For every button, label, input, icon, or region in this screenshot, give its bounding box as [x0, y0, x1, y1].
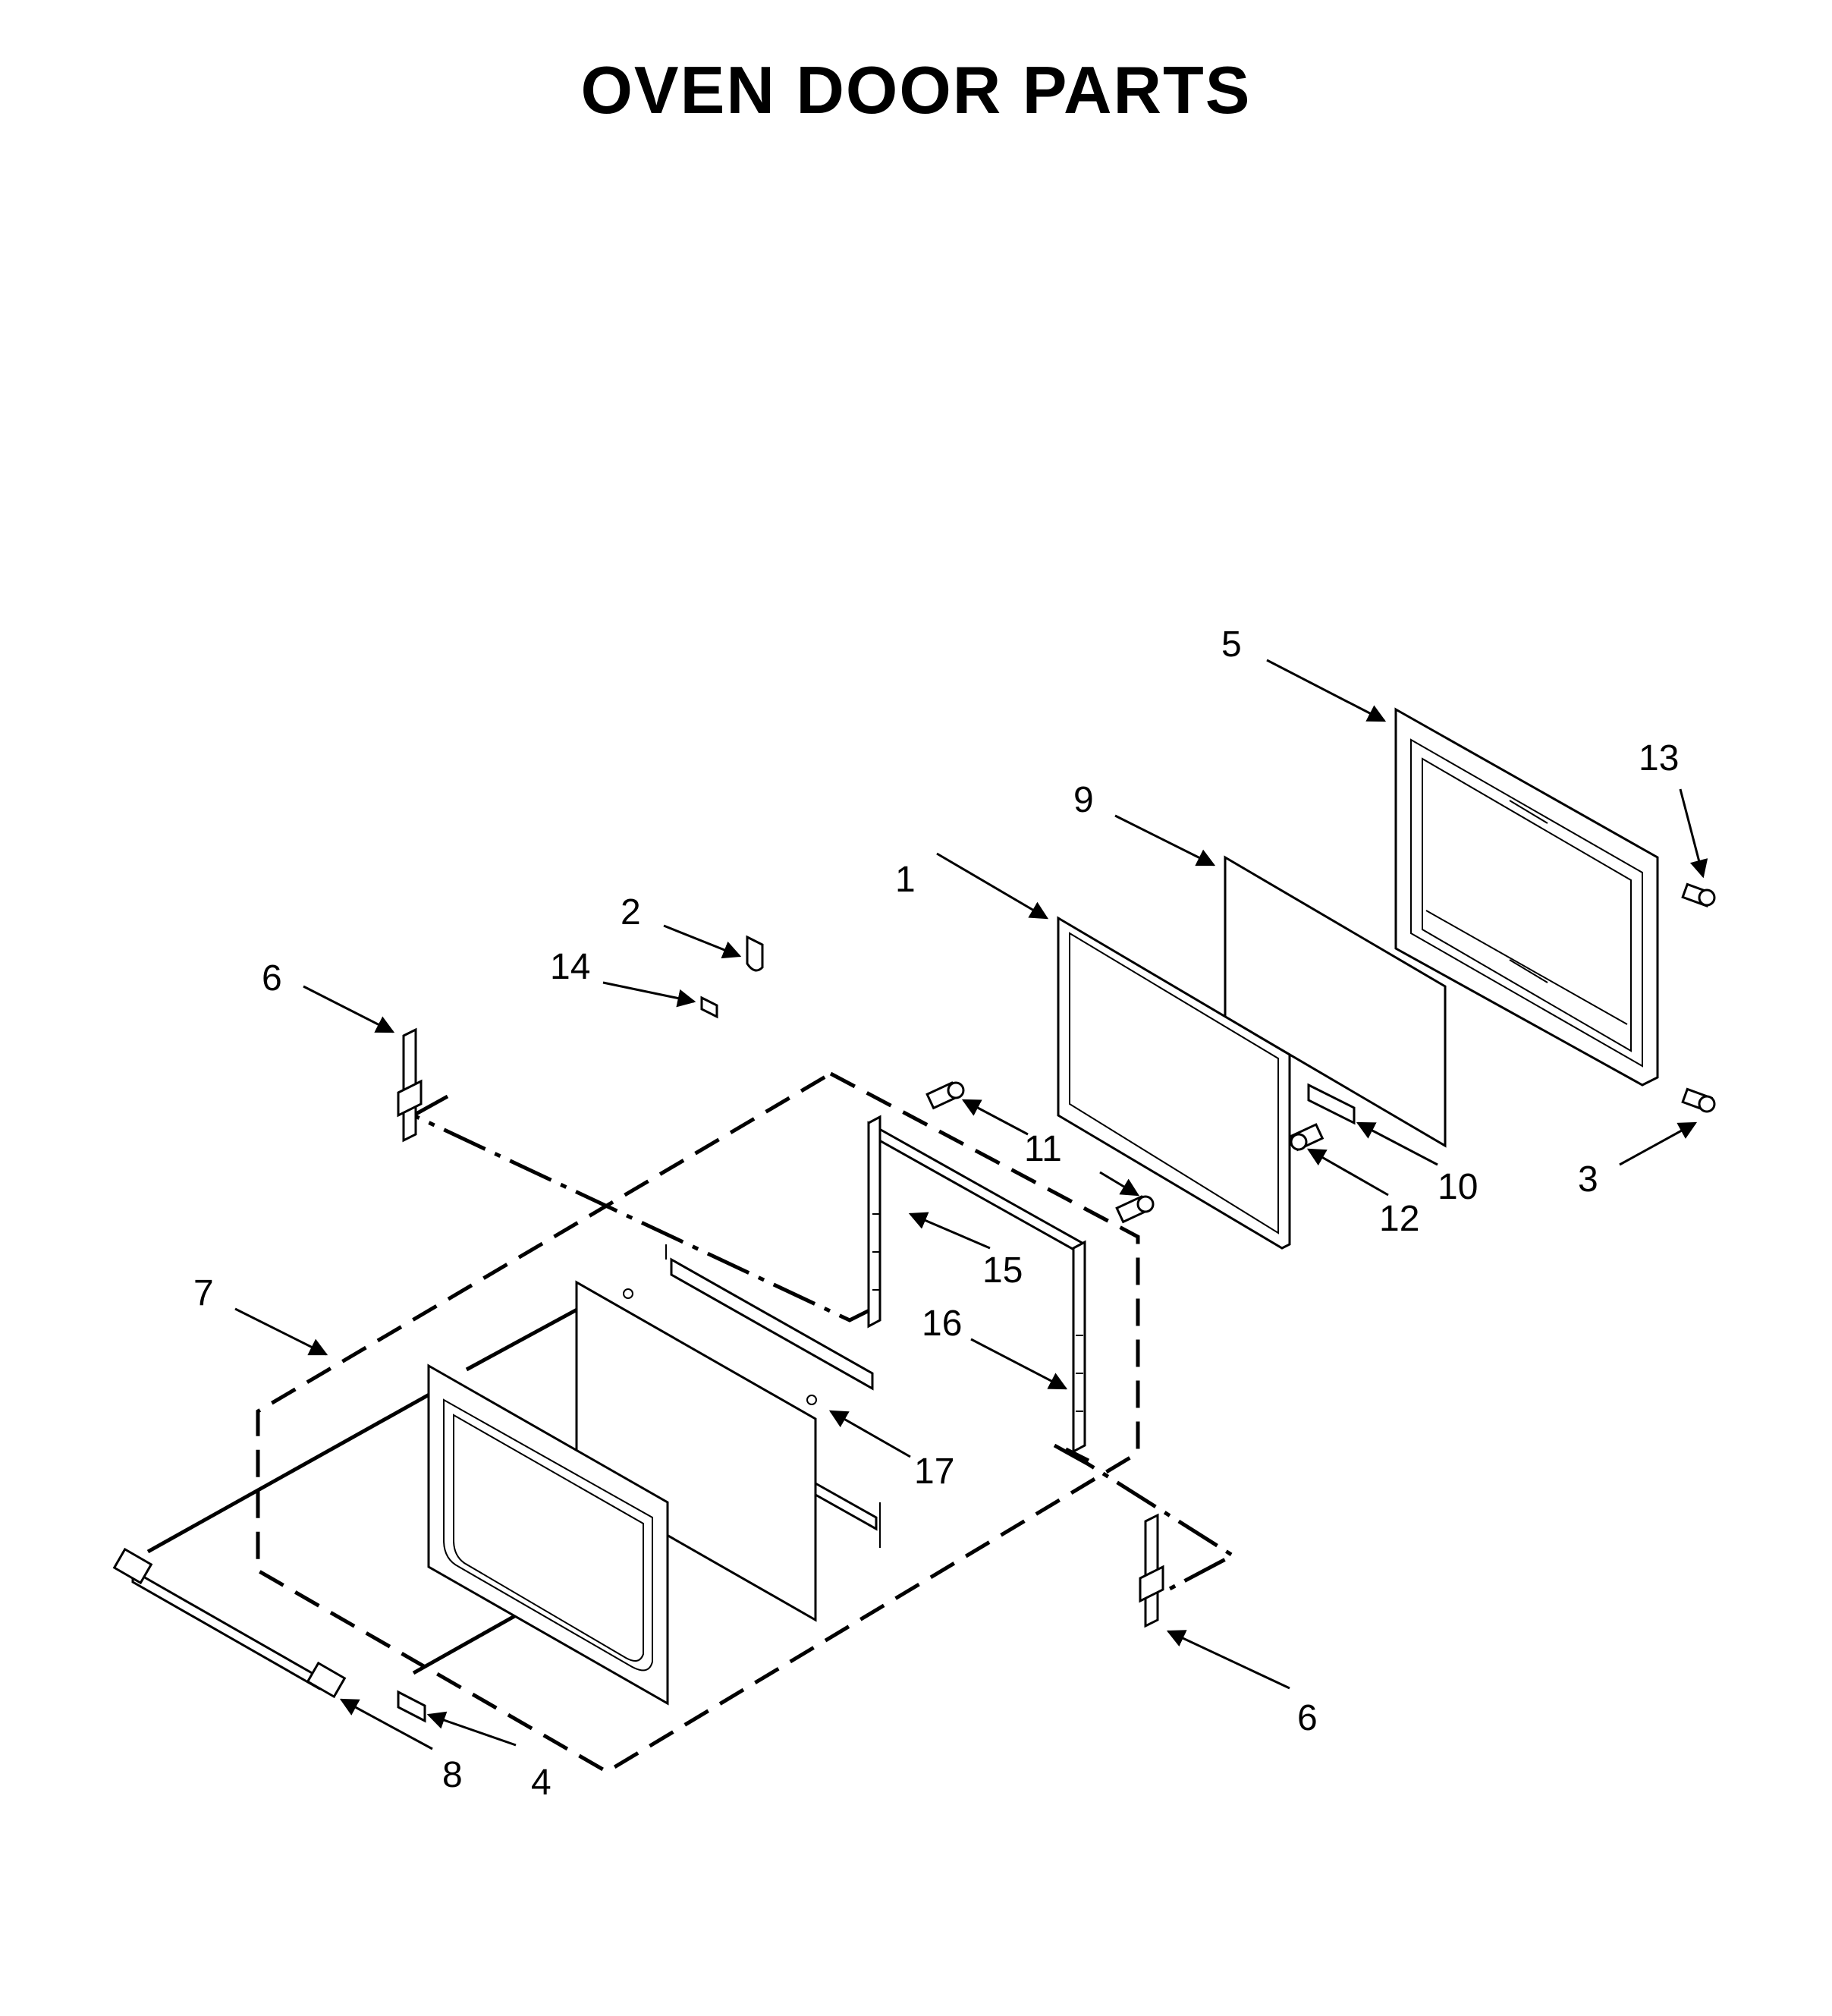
leader-arrow-8: [339, 1698, 433, 1750]
callout-8: 8: [442, 1755, 463, 1795]
callout-9: 9: [1073, 780, 1094, 820]
part-12-screw: [1290, 1123, 1325, 1152]
part-6-hinge-right: [1139, 1513, 1164, 1628]
handle-attachment-line-1: [146, 1386, 442, 1554]
part-11-screw-lower: [1115, 1195, 1155, 1224]
callout-17: 17: [914, 1451, 954, 1492]
assembly-dashed-outline: [256, 1071, 1140, 1774]
part-10-bracket: [1307, 1083, 1356, 1125]
leader-arrow-7: [234, 1307, 328, 1356]
callout-7: 7: [193, 1273, 214, 1313]
callout-12: 12: [1379, 1199, 1419, 1239]
part-14-clip: [700, 995, 718, 1019]
leader-arrow-11-upper: [961, 1099, 1029, 1136]
callout-6-right: 6: [1297, 1698, 1318, 1738]
glass-trim-strip-lower: [814, 1481, 878, 1531]
part-6-hinge-left: [397, 1027, 423, 1143]
hinge-connection-line-left: [409, 1094, 881, 1323]
page-title: OVEN DOOR PARTS: [580, 52, 1252, 127]
bracket-attachment-line: [1064, 1447, 1090, 1463]
part-11-screw-upper: [925, 1081, 965, 1110]
leader-arrow-5: [1266, 659, 1387, 722]
leader-arrow-2: [663, 924, 742, 959]
callout-4: 4: [531, 1763, 551, 1803]
hinge-connection-line-right: [1053, 1443, 1237, 1592]
leader-arrow-16: [970, 1338, 1068, 1390]
leader-arrow-15: [908, 1212, 991, 1250]
leader-arrow-11-lower: [1099, 1171, 1140, 1197]
part-17-inner-glass: [575, 1280, 817, 1622]
leader-arrow-13: [1679, 788, 1708, 879]
part-1-door-frame: [1057, 916, 1291, 1250]
callout-15: 15: [982, 1250, 1023, 1291]
part-5-inner-door-liner: [1394, 707, 1659, 1087]
part-13-screw: [1681, 882, 1716, 907]
callout-16: 16: [922, 1304, 962, 1344]
leader-arrow-12: [1306, 1148, 1389, 1197]
part-16-side-bracket: [1072, 1240, 1086, 1454]
leader-arrow-10: [1356, 1121, 1438, 1166]
leader-arrow-17: [828, 1410, 911, 1458]
leader-arrow-14: [602, 981, 696, 1008]
callout-5: 5: [1221, 624, 1242, 665]
glass-trim-strip-upper: [670, 1257, 874, 1391]
callout-1: 1: [895, 860, 916, 900]
callout-3: 3: [1578, 1159, 1598, 1200]
callout-11: 11: [1024, 1129, 1062, 1169]
callout-6-left: 6: [262, 958, 282, 999]
leader-arrow-1: [936, 852, 1049, 920]
callout-13: 13: [1639, 738, 1679, 778]
part-15-bracket-frame: [867, 1115, 1086, 1329]
leader-arrow-6-right: [1166, 1630, 1290, 1690]
leader-arrow-6-left: [303, 985, 395, 1033]
part-9-glass: [1224, 855, 1447, 1148]
callout-14: 14: [550, 947, 590, 987]
callout-10: 10: [1438, 1167, 1478, 1207]
door-outer-panel: [427, 1363, 669, 1706]
callout-2: 2: [621, 892, 641, 933]
leader-arrow-4: [426, 1711, 517, 1747]
part-4-badge: [397, 1690, 426, 1723]
part-8-handle: [112, 1547, 347, 1699]
part-3-screw: [1681, 1087, 1716, 1113]
leader-arrow-3: [1619, 1121, 1698, 1166]
part-2-clip: [746, 935, 764, 972]
leader-arrow-9: [1114, 814, 1216, 866]
